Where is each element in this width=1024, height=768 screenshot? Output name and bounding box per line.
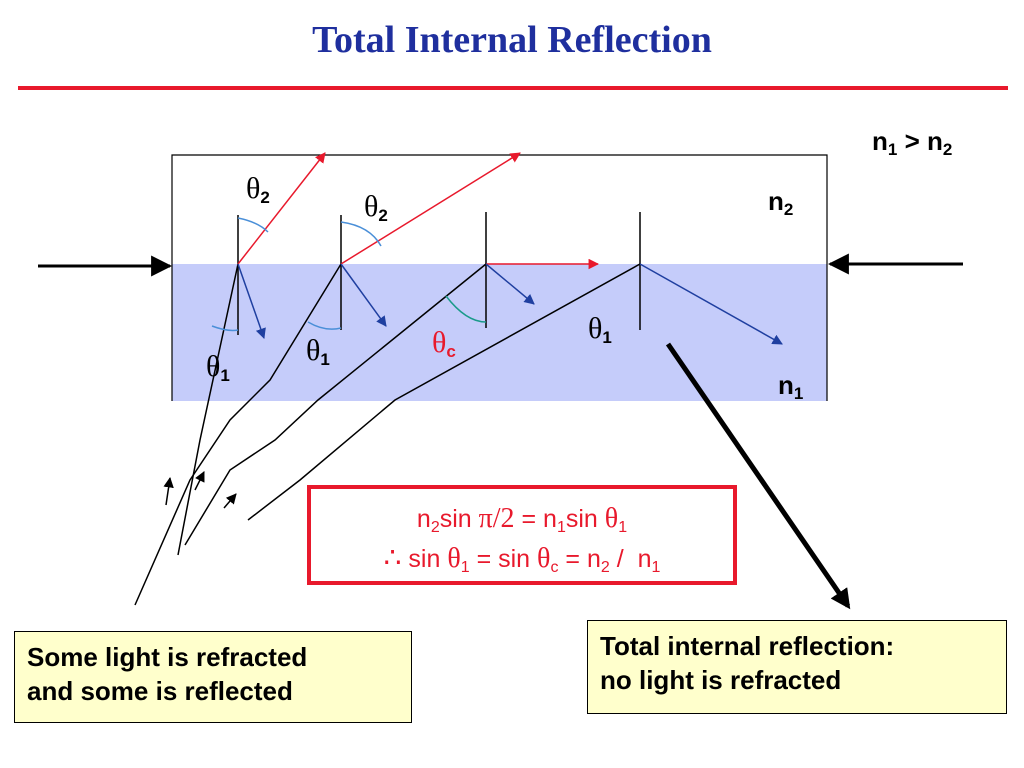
thetac-label: θc <box>432 326 456 361</box>
theta1-sub-3: 1 <box>602 328 612 347</box>
reflected-ray-2 <box>340 263 387 327</box>
incident-arrow-1 <box>163 476 174 506</box>
eq2-equals-sin: = sin <box>469 545 538 573</box>
theta1-label-2: θ1 <box>306 334 330 369</box>
eq2-equals-n: = n <box>558 545 601 573</box>
equation-box: n2sin π/2 = n1sin θ1 ∴ sin θ1 = sin θc =… <box>307 485 737 585</box>
incident-ray-1 <box>177 263 239 556</box>
medium-n1 <box>172 264 827 401</box>
medium-n1-sub: 1 <box>793 384 804 403</box>
theta-symbol: θ <box>306 334 321 367</box>
theta2-label-2: θ2 <box>364 190 388 225</box>
note-left-line2: and some is reflected <box>27 676 293 706</box>
arc-theta2-1 <box>237 217 269 233</box>
condition-n2: n <box>927 126 943 156</box>
incident-ray-3 <box>184 263 487 546</box>
note-partial-refraction: Some light is refracted and some is refl… <box>14 631 412 723</box>
arc-thetac <box>445 295 487 323</box>
eq2-sin-a: sin <box>401 545 448 573</box>
medium-n2-sub: 2 <box>783 200 794 219</box>
theta1-sub-1: 1 <box>220 366 230 385</box>
theta-symbol: θ <box>206 350 221 383</box>
theta1-sub-2: 1 <box>320 350 330 369</box>
eq1-sin-b: sin <box>565 505 605 533</box>
equation-line-2: ∴ sin θ1 = sin θc = n2 / n1 <box>311 541 733 577</box>
title-divider <box>18 86 1008 90</box>
pointer-arrow-tir <box>665 342 851 610</box>
condition-n1: n <box>872 126 888 156</box>
eq2-thetac-sub: c <box>550 559 559 576</box>
thetac-sub: c <box>446 342 456 361</box>
arc-theta2-2 <box>340 221 382 247</box>
eq2-n1-sub: 1 <box>651 559 661 576</box>
condition-gt: > <box>897 126 927 156</box>
eq1-n1-sub: 1 <box>556 519 566 536</box>
incident-ray-4 <box>247 263 641 521</box>
medium-n2-label: n2 <box>768 188 793 218</box>
note-right-line2: no light is refracted <box>600 665 842 695</box>
medium-n2-outline <box>171 154 828 401</box>
theta2-label-1: θ2 <box>246 172 270 207</box>
eq1-n2: n <box>416 505 431 533</box>
incident-arrow-2 <box>194 471 205 491</box>
theta1-label-3: θ1 <box>588 312 612 347</box>
eq2-theta1: θ <box>447 543 461 574</box>
reflected-ray-4 <box>639 263 783 345</box>
arc-theta1-1 <box>211 325 239 332</box>
eq1-theta-sub: 1 <box>618 519 628 536</box>
eq2-theta1-sub: 1 <box>460 559 470 576</box>
theta-symbol: θ <box>432 326 447 359</box>
theta2-sub-1: 2 <box>260 188 270 207</box>
medium-n1-label: n1 <box>778 372 803 402</box>
incident-arrow-3 <box>223 493 237 509</box>
theta1-label-1: θ1 <box>206 350 230 385</box>
theta-symbol: θ <box>364 190 379 223</box>
eq2-therefore: ∴ <box>383 543 402 574</box>
note-left-line1: Some light is refracted <box>27 642 308 672</box>
theta2-sub-2: 2 <box>378 206 388 225</box>
condition-n2-sub: 2 <box>942 140 953 159</box>
eq1-sin-a: sin <box>439 505 479 533</box>
eq1-n2-sub: 2 <box>430 519 440 536</box>
equation-line-1: n2sin π/2 = n1sin θ1 <box>311 503 733 537</box>
condition-n1-sub: 1 <box>887 140 898 159</box>
eq1-pi-half: π/2 <box>478 503 515 534</box>
incident-ray-2 <box>134 263 342 606</box>
eq2-slash-n: / n <box>609 545 652 573</box>
refracted-ray-2 <box>340 152 521 265</box>
theta-symbol: θ <box>588 312 603 345</box>
reflected-ray-3 <box>485 263 535 305</box>
theta-symbol: θ <box>246 172 261 205</box>
note-right-line1: Total internal reflection: <box>600 631 895 661</box>
eq1-theta: θ <box>604 503 619 534</box>
medium-n1-text: n <box>778 370 794 400</box>
eq1-equals-n: = n <box>514 505 557 533</box>
medium-n2-text: n <box>768 186 784 216</box>
eq2-thetac: θ <box>537 543 551 574</box>
eq2-n2-sub: 2 <box>600 559 610 576</box>
note-total-internal-reflection: Total internal reflection: no light is r… <box>587 620 1007 714</box>
reflected-ray-1 <box>237 263 266 339</box>
page-title: Total Internal Reflection <box>312 19 712 61</box>
arc-theta1-2 <box>307 321 342 330</box>
refracted-ray-1 <box>237 152 326 265</box>
condition-label: n1 > n2 <box>872 128 952 158</box>
